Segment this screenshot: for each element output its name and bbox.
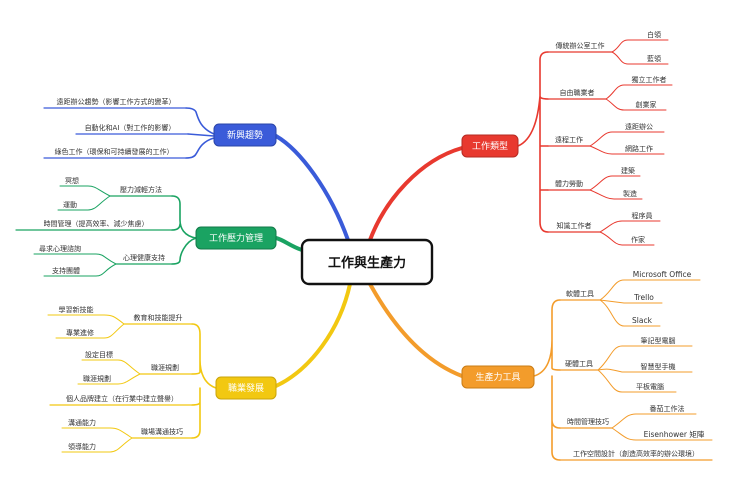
root-to-stress-edge — [274, 236, 304, 252]
root-to-tools-edge — [368, 282, 464, 378]
career-1-child-1: 學習新技能 — [59, 305, 94, 314]
work-type-2-child-2: 創業家 — [636, 100, 657, 109]
work-type-4-child-1: 建築 — [621, 166, 635, 175]
career-2-child-2: 職涯規劃 — [83, 374, 111, 383]
work-types-label: 工作類型 — [472, 140, 508, 152]
career-2-label: 職涯規劃 — [151, 363, 179, 372]
edge-tool-3-kids — [611, 413, 713, 441]
stress-3-label: 心理健康支持 — [123, 253, 165, 262]
edge-stress-3-kids — [33, 253, 117, 277]
trends-label: 新興趨勢 — [227, 129, 263, 141]
trend-1-label: 遠距辦公趨勢（影響工作方式的變革） — [57, 97, 176, 106]
work-type-5-child-2: 作家 — [631, 235, 645, 244]
stress-3-child-1: 尋求心理諮詢 — [39, 244, 81, 253]
edge-tool-2-kids — [597, 345, 693, 393]
branch-career — [47, 282, 352, 453]
stress-bus — [171, 195, 197, 265]
work-type-1-child-2: 藍領 — [647, 54, 661, 63]
work-type-5-label: 知識工作者 — [557, 221, 592, 230]
stress-label: 工作壓力管理 — [209, 232, 263, 244]
tool-1-child-1: Microsoft Office — [633, 270, 692, 279]
work-type-3-child-1: 遠距辦公 — [625, 122, 653, 131]
edge-tool-1-kids — [599, 279, 701, 327]
tool-2-child-1: 筆記型電腦 — [641, 336, 676, 345]
work-type-2-child-1: 獨立工作者 — [632, 75, 667, 84]
stress-1-child-1: 冥想 — [65, 176, 79, 185]
trends-bus — [185, 107, 215, 159]
root-to-career-edge — [274, 282, 352, 388]
work-types-node[interactable]: 工作類型 — [461, 134, 519, 158]
edge-work-type-5-kids — [599, 220, 661, 246]
stress-node[interactable]: 工作壓力管理 — [195, 226, 277, 250]
career-1-label: 教育和技能提升 — [134, 313, 183, 322]
tool-2-label: 硬體工具 — [565, 359, 593, 368]
work-types-bus — [517, 51, 549, 233]
tool-2-child-2: 智慧型手機 — [641, 362, 676, 371]
work-type-1-label: 傳統辦公室工作 — [556, 41, 605, 50]
stress-1-label: 壓力減輕方法 — [120, 185, 162, 194]
career-1-child-2: 專業進修 — [66, 328, 94, 337]
edge-career-4-kids — [61, 427, 133, 453]
work-type-1-child-1: 白領 — [647, 30, 661, 39]
tool-1-child-3: Slack — [632, 316, 653, 325]
tool-3-label: 時間管理技巧 — [567, 417, 609, 426]
root-to-trends-edge — [274, 134, 350, 242]
work-type-3-label: 遠程工作 — [555, 135, 583, 144]
career-4-child-1: 溝通能力 — [68, 418, 96, 427]
career-node[interactable]: 職業發展 — [215, 376, 277, 400]
work-type-2-label: 自由職業者 — [560, 88, 595, 97]
edge-work-type-4-kids — [589, 175, 643, 200]
tool-3-child-2: Eisenhower 矩陣 — [644, 429, 705, 439]
tool-2-child-3: 平板電腦 — [636, 382, 664, 391]
trends-node[interactable]: 新興趨勢 — [213, 123, 277, 147]
branch-trends — [43, 107, 350, 242]
tool-1-child-2: Trello — [633, 293, 654, 302]
tools-bus — [533, 299, 561, 461]
edge-work-type-3-kids — [589, 131, 665, 155]
edge-work-type-1-kids — [611, 39, 669, 65]
career-2-child-1: 設定目標 — [85, 350, 113, 359]
work-type-4-child-2: 製造 — [623, 189, 637, 198]
work-type-4-label: 體力勞動 — [555, 179, 583, 188]
root-node[interactable]: 工作與生產力 — [300, 238, 434, 286]
tool-4-label: 工作空間設計（創造高效率的辦公環境） — [573, 449, 699, 458]
edge-stress-1-kids — [57, 185, 111, 211]
tool-1-label: 軟體工具 — [566, 289, 594, 298]
tool-3-child-1: 番茄工作法 — [650, 404, 685, 413]
edge-career-1-kids — [47, 314, 125, 339]
root-to-work-types-edge — [368, 146, 464, 242]
edge-work-type-2-kids — [605, 84, 673, 111]
career-4-label: 職場溝通技巧 — [141, 427, 183, 436]
stress-2-label: 時間管理（提高效率、減少焦慮） — [44, 219, 149, 228]
career-label: 職業發展 — [228, 382, 264, 394]
branch-work-types — [368, 39, 673, 246]
trend-3-label: 綠色工作（環保和可持續發展的工作） — [55, 147, 174, 156]
work-type-5-child-1: 程序員 — [632, 211, 653, 220]
career-4-child-2: 領導能力 — [68, 442, 96, 451]
edge-career-2-kids — [77, 359, 141, 385]
career-bus — [191, 323, 217, 439]
stress-1-child-2: 運動 — [63, 200, 77, 209]
career-3-label: 個人品牌建立（在行業中建立聲譽） — [66, 394, 178, 403]
tools-node[interactable]: 生產力工具 — [461, 365, 535, 389]
work-type-3-child-2: 網路工作 — [625, 144, 653, 153]
branch-stress — [15, 185, 304, 277]
stress-3-child-2: 支持團體 — [52, 266, 80, 275]
branch-tools — [368, 279, 713, 461]
tools-label: 生產力工具 — [475, 371, 520, 383]
trend-2-label: 自動化和AI（對工作的影響） — [85, 123, 176, 132]
root-label: 工作與生產力 — [328, 255, 406, 271]
